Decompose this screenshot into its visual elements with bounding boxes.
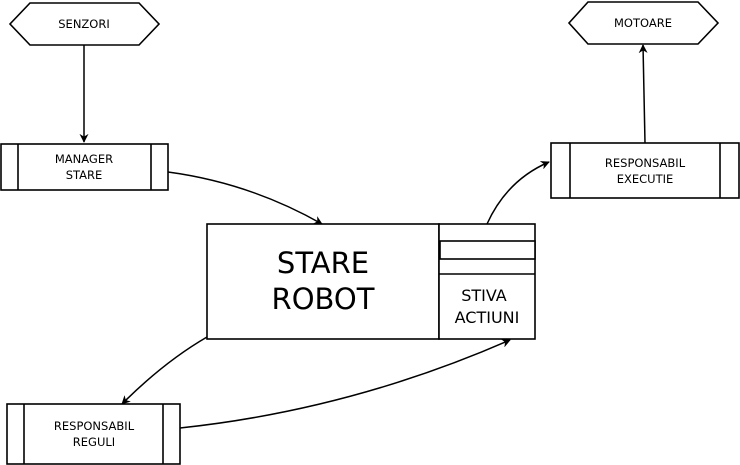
responsabil-executie-box xyxy=(550,142,740,199)
node-senzori: SENZORI xyxy=(8,2,161,46)
responsabil-executie-label-line2: EXECUTIE xyxy=(617,172,674,186)
edge-stare-robot-to-responsabil-reguli xyxy=(121,336,208,405)
node-motoare: MOTOARE xyxy=(567,1,720,45)
senzori-hexagon xyxy=(8,2,161,46)
senzori-label: SENZORI xyxy=(58,17,109,31)
edge-manager-stare-to-stare-robot xyxy=(167,171,323,225)
responsabil-executie-label-line1: RESPONSABIL xyxy=(605,156,686,170)
responsabil-reguli-label-line1: RESPONSABIL xyxy=(54,419,135,433)
node-responsabil-executie: RESPONSABIL EXECUTIE xyxy=(550,142,740,199)
stare-robot-label-line2: ROBOT xyxy=(272,282,375,316)
responsabil-reguli-label-line2: REGULI xyxy=(73,435,115,449)
edge-responsabil-executie-to-motoare xyxy=(638,44,648,144)
stare-robot-box xyxy=(206,223,440,340)
manager-stare-label-line2: STARE xyxy=(66,168,103,182)
stiva-actiuni-label-line1: STIVA xyxy=(461,286,507,305)
manager-stare-box xyxy=(0,143,169,191)
node-stiva-actiuni: STIVA ACTIUNI xyxy=(438,223,536,340)
node-manager-stare: MANAGER STARE xyxy=(0,143,169,191)
node-stare-robot: STARE ROBOT xyxy=(206,223,440,340)
edges xyxy=(79,44,648,429)
edge-stiva-actiuni-to-responsabil-executie xyxy=(486,161,550,225)
manager-stare-label-line1: MANAGER xyxy=(55,152,113,166)
edge-responsabil-reguli-to-stiva-actiuni xyxy=(179,339,511,429)
motoare-label: MOTOARE xyxy=(614,16,672,30)
node-responsabil-reguli: RESPONSABIL REGULI xyxy=(6,403,181,465)
stare-robot-label-line1: STARE xyxy=(277,246,369,280)
responsabil-reguli-box xyxy=(6,403,181,465)
stack-slot-1 xyxy=(439,240,536,260)
motoare-hexagon xyxy=(567,1,720,45)
stiva-actiuni-label-line2: ACTIUNI xyxy=(455,308,520,327)
